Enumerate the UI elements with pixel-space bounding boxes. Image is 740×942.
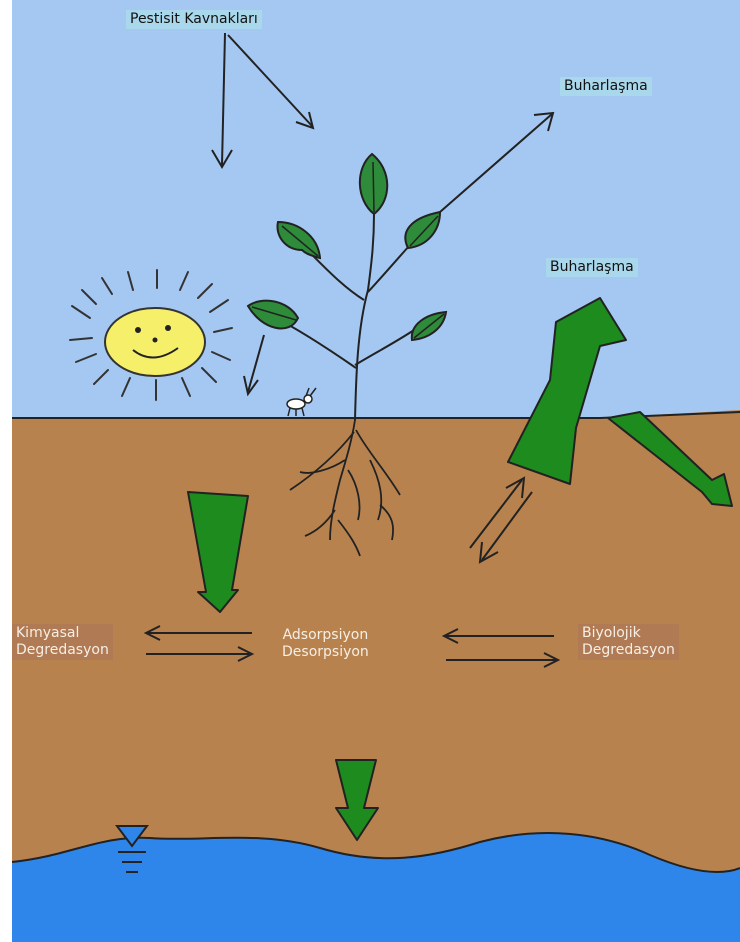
label-pesticide-sources: Pestisit Kavnakları xyxy=(126,10,262,29)
label-chemical-line2: Degredasyon xyxy=(16,642,109,659)
label-adsorption-line2: Desorpsiyon xyxy=(282,644,369,661)
label-adsorption-line1: Adsorpsiyon xyxy=(282,627,369,644)
label-biological-line1: Biyolojik xyxy=(582,625,675,642)
label-evaporation-mid: Buharlaşma xyxy=(546,258,638,277)
label-evaporation-top: Buharlaşma xyxy=(560,77,652,96)
label-biological-degradation: Biyolojik Degredasyon xyxy=(578,624,679,660)
label-chemical-degradation: Kimyasal Degredasyon xyxy=(12,624,113,660)
label-adsorption-desorption: Adsorpsiyon Desorpsiyon xyxy=(278,626,373,662)
label-chemical-line1: Kimyasal xyxy=(16,625,109,642)
label-biological-line2: Degredasyon xyxy=(582,642,675,659)
